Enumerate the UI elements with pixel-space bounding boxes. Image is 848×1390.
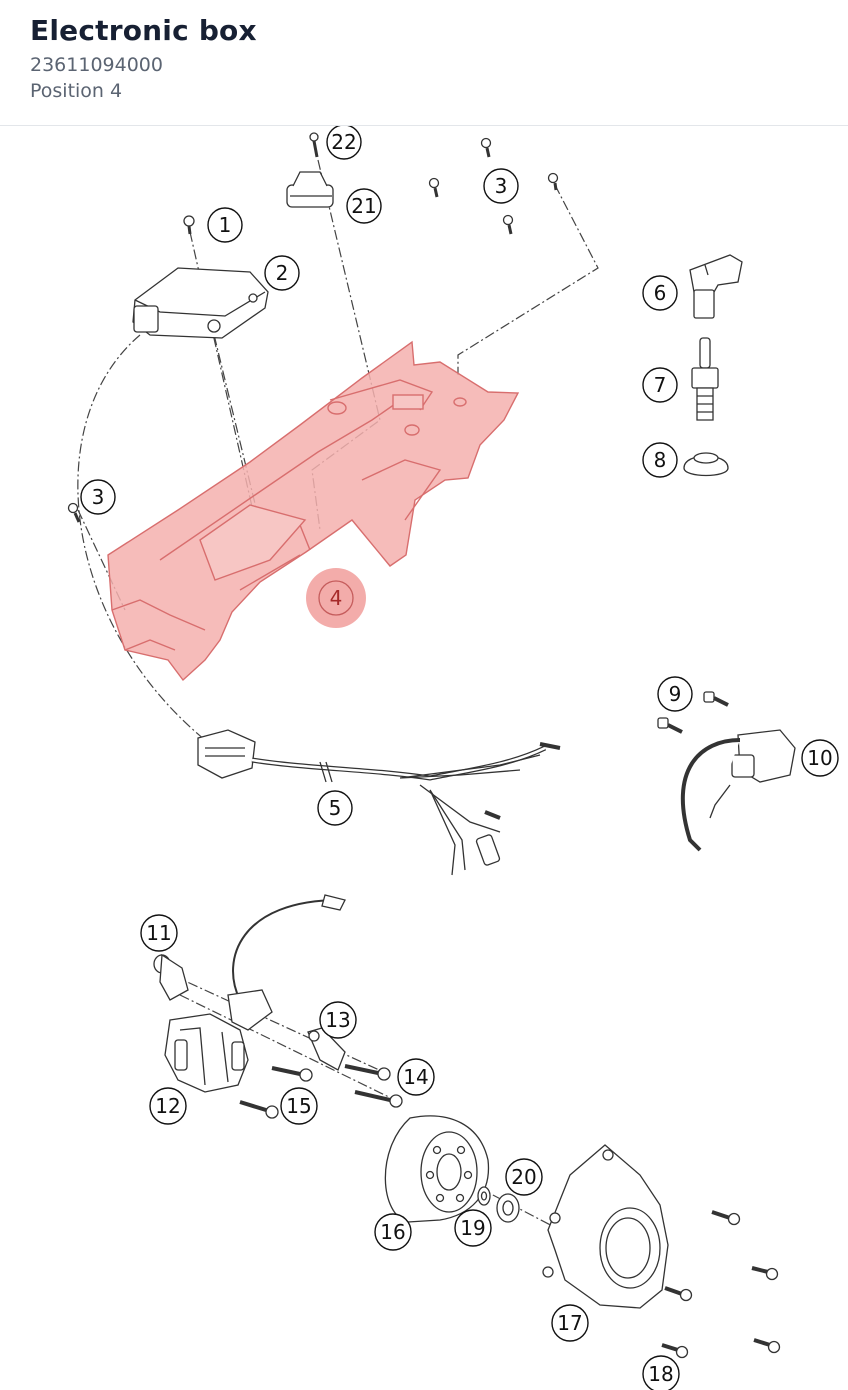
selected-callout-highlight: [306, 568, 366, 628]
svg-text:1: 1: [219, 213, 232, 237]
callout-6[interactable]: 6: [642, 275, 678, 311]
svg-text:22: 22: [331, 130, 356, 154]
callout-20[interactable]: 20: [505, 1158, 543, 1196]
callout-7[interactable]: 7: [642, 367, 678, 403]
part-8-grommet: [683, 452, 729, 477]
svg-text:13: 13: [325, 1008, 350, 1032]
callout-18[interactable]: 18: [642, 1355, 680, 1390]
callout-19[interactable]: 19: [454, 1209, 492, 1247]
callout-16[interactable]: 16: [374, 1213, 412, 1251]
svg-text:3: 3: [495, 174, 508, 198]
part-4-electronic-box-highlighted: [107, 340, 520, 682]
callout-1[interactable]: 1: [207, 207, 243, 243]
callout-15[interactable]: 15: [280, 1087, 318, 1125]
callout-9[interactable]: 9: [657, 676, 693, 712]
part-17-ignition-cover: [542, 1144, 669, 1309]
part-21-sensor: [286, 171, 334, 208]
callout-2[interactable]: 2: [264, 255, 300, 291]
part-11-pickup-sensor: [153, 953, 189, 1001]
part-18-screws: [661, 1210, 781, 1359]
callout-17[interactable]: 17: [551, 1304, 589, 1342]
callout-22[interactable]: 22: [326, 126, 362, 160]
svg-text:5: 5: [329, 796, 342, 820]
exploded-parts-diagram: 22 21 3 1 2 6 7 8: [67, 126, 839, 1390]
part-14-screws: [344, 1064, 403, 1108]
part-12-stator: [164, 1013, 249, 1093]
svg-text:2: 2: [276, 261, 289, 285]
part-6-spark-plug-cap: [689, 254, 743, 319]
part-13-bracket: [307, 1027, 346, 1071]
position-label: Position 4: [30, 80, 123, 102]
svg-text:7: 7: [654, 373, 667, 397]
part-19-washer: [477, 1186, 491, 1206]
page-title: Electronic box: [30, 14, 257, 47]
svg-text:6: 6: [654, 281, 667, 305]
callout-14[interactable]: 14: [397, 1058, 435, 1096]
svg-text:12: 12: [155, 1094, 180, 1118]
part-1-screw: [183, 215, 195, 235]
callout-4-selected[interactable]: 4: [318, 580, 354, 616]
svg-text:20: 20: [511, 1165, 536, 1189]
callout-5[interactable]: 5: [317, 790, 353, 826]
callout-13[interactable]: 13: [319, 1001, 357, 1039]
part-15-screws: [239, 1066, 313, 1119]
callout-12[interactable]: 12: [149, 1087, 187, 1125]
part-9-screws: [657, 691, 729, 734]
part-2-electronic-module: [132, 267, 269, 339]
part-20-nut: [496, 1193, 520, 1223]
part-10-ignition-coil: [680, 729, 796, 852]
svg-text:21: 21: [351, 194, 376, 218]
callout-8[interactable]: 8: [642, 442, 678, 478]
callout-3-top[interactable]: 3: [483, 168, 519, 204]
callout-3-left[interactable]: 3: [80, 479, 116, 515]
svg-text:9: 9: [669, 682, 682, 706]
callout-21[interactable]: 21: [346, 188, 382, 224]
svg-text:17: 17: [557, 1311, 582, 1335]
part-number: 23611094000: [30, 54, 163, 76]
part-16-flywheel: [384, 1115, 490, 1223]
svg-text:4: 4: [330, 586, 343, 610]
svg-text:14: 14: [403, 1065, 428, 1089]
svg-text:18: 18: [648, 1362, 673, 1386]
part-5-wiring-harness: [197, 729, 561, 876]
part-3-screw-left: [67, 502, 81, 523]
callout-11[interactable]: 11: [140, 914, 178, 952]
part-header: Electronic box 23611094000 Position 4: [0, 0, 848, 126]
part-22-screw: [309, 132, 319, 158]
svg-text:11: 11: [146, 921, 171, 945]
svg-text:15: 15: [286, 1094, 311, 1118]
callout-10[interactable]: 10: [801, 739, 839, 777]
svg-text:8: 8: [654, 448, 667, 472]
svg-text:3: 3: [92, 485, 105, 509]
callout-group: 22 21 3 1 2 6 7 8: [80, 126, 839, 1390]
svg-text:16: 16: [380, 1220, 405, 1244]
svg-text:10: 10: [807, 746, 832, 770]
svg-text:19: 19: [460, 1216, 485, 1240]
part-7-spark-plug: [691, 337, 719, 421]
part-3-screws-top: [428, 137, 559, 235]
